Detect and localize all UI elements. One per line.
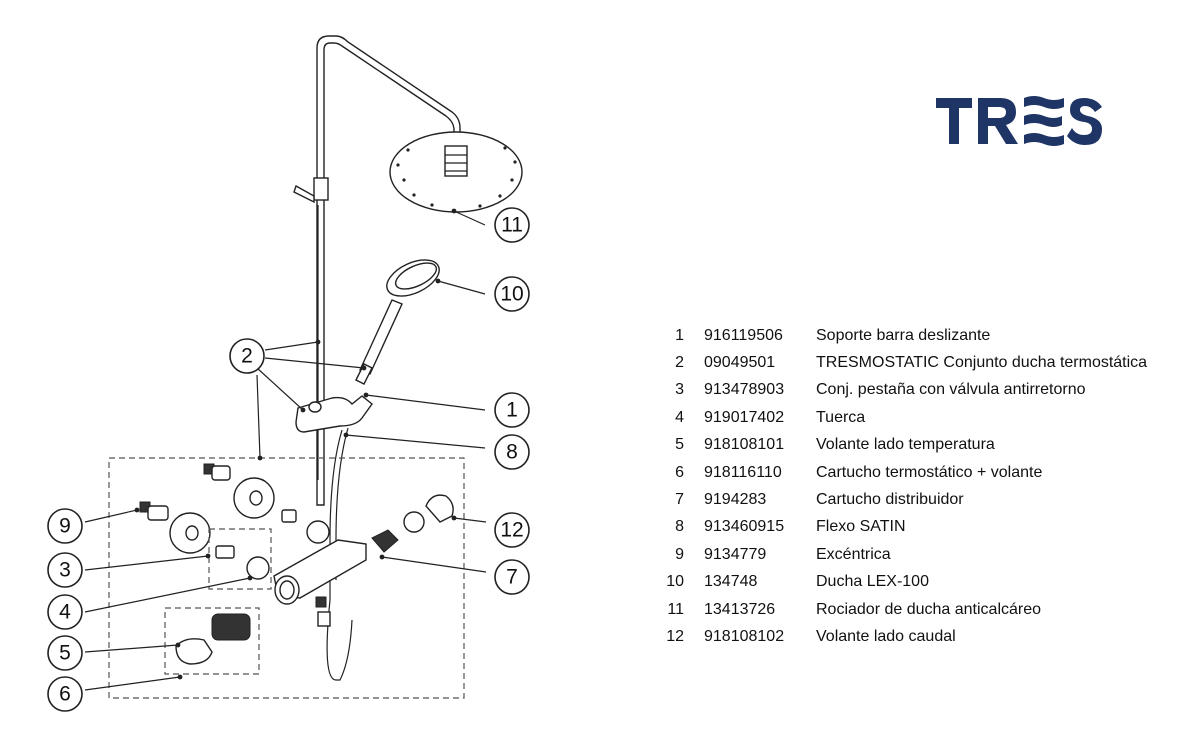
- part-description: Tuerca: [816, 408, 866, 426]
- part-description: Volante lado caudal: [816, 627, 956, 645]
- callout-11: 11: [494, 207, 530, 243]
- callout-12: 12: [494, 512, 530, 548]
- group-box-mixer-set: [108, 457, 465, 699]
- parts-table-row: 10 134748 Ducha LEX-100: [646, 569, 1147, 596]
- part-code: 913478903: [704, 381, 785, 399]
- part-code: 918116110: [704, 463, 782, 481]
- callout-6: 6: [47, 676, 83, 712]
- part-number: 5: [675, 436, 684, 454]
- part-number: 1: [675, 326, 684, 344]
- callout-8-label: 8: [506, 441, 518, 464]
- parts-table-row: 9 9134779 Excéntrica: [646, 541, 1147, 568]
- parts-table-row: 3 913478903 Conj. pestaña con válvula anti…: [646, 377, 1147, 404]
- parts-table-row: 5 918108101 Volante lado temperatura: [646, 432, 1147, 459]
- parts-table-row: 7 9194283 Cartucho distribuidor: [646, 486, 1147, 513]
- part-number: 9: [675, 545, 684, 563]
- shower-hose: [326, 427, 353, 681]
- part-code: 916119506: [704, 326, 783, 344]
- parts-table-row: 12 918108102 Volante lado caudal: [646, 623, 1147, 650]
- callout-10: 10: [494, 276, 530, 312]
- callout-6-label: 6: [59, 683, 71, 706]
- part-description: Soporte barra deslizante: [816, 326, 991, 344]
- part-description: Flexo SATIN: [816, 518, 906, 536]
- parts-list-table: 1 916119506 Soporte barra deslizante 2 09049…: [646, 322, 1147, 651]
- callout-12-label: 12: [500, 519, 523, 542]
- part-number: 7: [675, 491, 684, 509]
- callout-5-label: 5: [59, 642, 71, 665]
- part-number: 10: [666, 573, 684, 591]
- callout-3-label: 3: [59, 559, 71, 582]
- callout-1-label: 1: [506, 399, 518, 422]
- parts-table-row: 6 918116110 Cartucho termostático + volant…: [646, 459, 1147, 486]
- rain-shower-head: [389, 131, 523, 213]
- part-description: Conj. pestaña con válvula antirretorno: [816, 381, 1086, 399]
- part-description: Cartucho termostático + volante: [816, 463, 1043, 481]
- callout-2-label: 2: [241, 345, 253, 368]
- callout-7-label: 7: [506, 566, 518, 589]
- callout-8: 8: [494, 434, 530, 470]
- part-description: Rociador de ducha anticalcáreo: [816, 600, 1042, 618]
- parts-table-row: 4 919017402 Tuerca: [646, 404, 1147, 431]
- parts-table-row: 2 09049501 TRESMOSTATIC Conjunto ducha ter…: [646, 349, 1147, 376]
- tres-logo: [936, 96, 1102, 146]
- part-code: 9134779: [704, 545, 767, 563]
- part-code: 918108102: [704, 627, 785, 645]
- callout-3: 3: [47, 552, 83, 588]
- sliding-bracket: [295, 363, 373, 433]
- small-components: [139, 463, 454, 665]
- callout-11-label: 11: [501, 214, 523, 237]
- parts-table-row: 11 13413726 Rociador de ducha anticalcáreo: [646, 596, 1147, 623]
- part-number: 8: [675, 518, 684, 536]
- part-code: 9194283: [704, 491, 767, 509]
- part-description: TRESMOSTATIC Conjunto ducha termostática: [816, 354, 1148, 372]
- part-number: 3: [675, 381, 684, 399]
- part-description: Volante lado temperatura: [816, 436, 995, 454]
- part-description: Cartucho distribuidor: [816, 491, 964, 509]
- parts-table-row: 1 916119506 Soporte barra deslizante: [646, 322, 1147, 349]
- part-code: 134748: [704, 573, 758, 591]
- part-number: 2: [675, 354, 684, 372]
- callout-4-label: 4: [59, 601, 71, 624]
- thermostatic-mixer-body: [273, 539, 367, 627]
- callout-2: 2: [229, 338, 265, 374]
- callout-4: 4: [47, 594, 83, 630]
- part-description: Excéntrica: [816, 545, 891, 563]
- callout-10-label: 10: [500, 283, 523, 306]
- group-box-valve: [208, 528, 272, 590]
- part-code: 13413726: [704, 600, 776, 618]
- part-number: 6: [675, 463, 684, 481]
- part-number: 4: [675, 408, 684, 426]
- part-code: 918108101: [704, 436, 785, 454]
- leader-lines: [84, 208, 487, 691]
- hand-shower: [359, 259, 440, 375]
- part-description: Ducha LEX-100: [816, 573, 929, 591]
- exploded-parts-diagram: 1 2 3 4 5 6 7 8 9 10 11 12: [47, 35, 530, 712]
- callout-9: 9: [47, 508, 83, 544]
- callout-9-label: 9: [59, 515, 71, 538]
- callout-5: 5: [47, 635, 83, 671]
- part-code: 913460915: [704, 518, 785, 536]
- callout-7: 7: [494, 559, 530, 595]
- part-code: 09049501: [704, 354, 776, 372]
- part-code: 919017402: [704, 408, 785, 426]
- callout-1: 1: [494, 392, 530, 428]
- part-number: 12: [666, 627, 684, 645]
- parts-table-row: 8 913460915 Flexo SATIN: [646, 514, 1147, 541]
- part-number: 11: [667, 600, 684, 618]
